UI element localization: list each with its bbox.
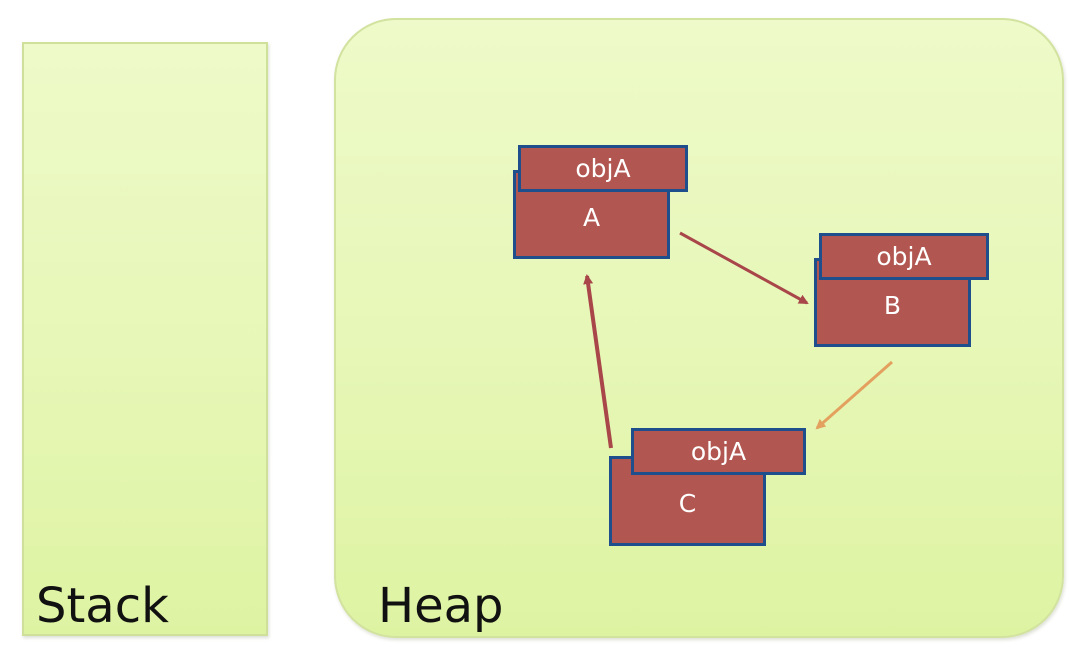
object-c-label: C — [678, 489, 697, 518]
object-b-ref-box: objA — [819, 233, 989, 280]
object-b-label: B — [883, 291, 902, 320]
object-b-ref-label: objA — [876, 242, 932, 271]
stack-label: Stack — [36, 578, 169, 634]
object-c-ref-label: objA — [690, 437, 747, 466]
stack-region — [22, 42, 268, 636]
arrow-c-to-a — [583, 274, 613, 449]
object-a-ref-box: objA — [518, 145, 688, 192]
object-a-label: A — [582, 203, 601, 232]
arrow-a-to-b — [679, 231, 809, 305]
arrow-b-to-c — [815, 360, 893, 430]
object-c-ref-box: objA — [631, 428, 806, 475]
heap-label: Heap — [378, 578, 504, 634]
object-a-ref-label: objA — [575, 154, 631, 183]
